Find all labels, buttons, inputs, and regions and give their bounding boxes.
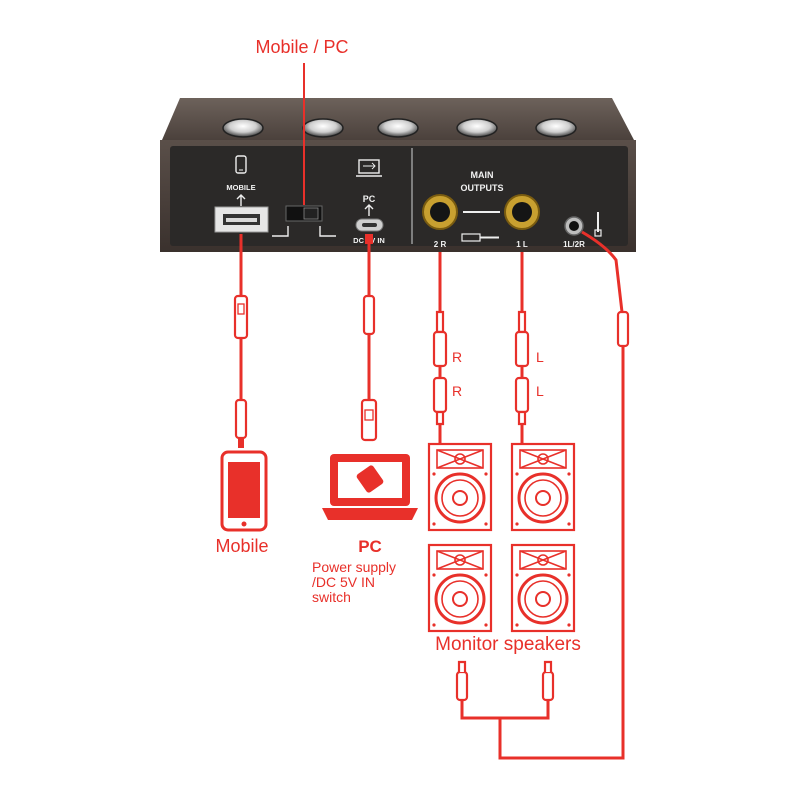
mobile-usb-cable [233,234,249,448]
knob-3[interactable] [377,118,419,138]
speaker-input-plug-left [455,660,469,702]
knob-2[interactable] [302,118,344,138]
mobile-pc-callout: Mobile / PC [255,37,348,57]
usb-a-port[interactable] [214,206,269,233]
output-jack-right[interactable] [422,194,458,230]
speaker-input-plug-right [541,660,555,702]
cable-label-left-top: L [536,349,544,365]
knob-5[interactable] [535,118,577,138]
pc-note-line2: /DC 5V IN [312,574,375,590]
speaker-left-bottom [510,543,576,633]
right-channel-cable [432,252,448,446]
arrow-up-icon [236,194,246,206]
headphone-label: 1L/2R [563,240,585,249]
knob-4[interactable] [456,118,498,138]
left-channel-cable [514,252,530,446]
mobile-phone-icon [235,155,247,174]
laptop-icon [322,454,418,520]
main-outputs-label-1: MAIN [471,170,494,180]
mobile-label: Mobile [215,536,268,556]
pc-note-line3: switch [312,589,351,605]
pc-usb-cable [360,234,378,442]
out-left-label: 1 L [516,240,528,249]
arrow-up-icon [364,204,374,216]
mobile-pc-switch[interactable] [272,205,336,237]
aux-cable [460,230,630,760]
top-knobs [222,118,577,138]
usb-c-slot [362,223,377,227]
cable-label-right-bottom: R [452,383,462,399]
cable-label-left-bottom: L [536,383,544,399]
knob-1[interactable] [222,118,264,138]
mobile-port-label: MOBILE [226,183,255,192]
headphone-jack[interactable] [564,216,584,236]
cable-label-right-top: R [452,349,462,365]
pc-label: PC [358,537,382,556]
laptop-usb-icon [356,159,382,177]
pc-port-label: PC [363,194,376,204]
output-jack-left[interactable] [504,194,540,230]
mobile-phone-icon [220,450,268,532]
pc-note-line1: Power supply [312,559,396,575]
main-outputs-label-2: OUTPUTS [460,183,503,193]
out-right-label: 2 R [434,240,447,249]
speaker-right-top [427,442,493,532]
monitor-speakers-label: Monitor speakers [435,634,581,655]
mini-jack-icon [594,212,602,237]
jack-plug-icon [461,233,499,242]
audio-interface: MOBILE PC DC 5V IN MAIN OUTPUTS [160,98,636,252]
speaker-left-top [510,442,576,532]
speaker-right-bottom [427,543,493,633]
